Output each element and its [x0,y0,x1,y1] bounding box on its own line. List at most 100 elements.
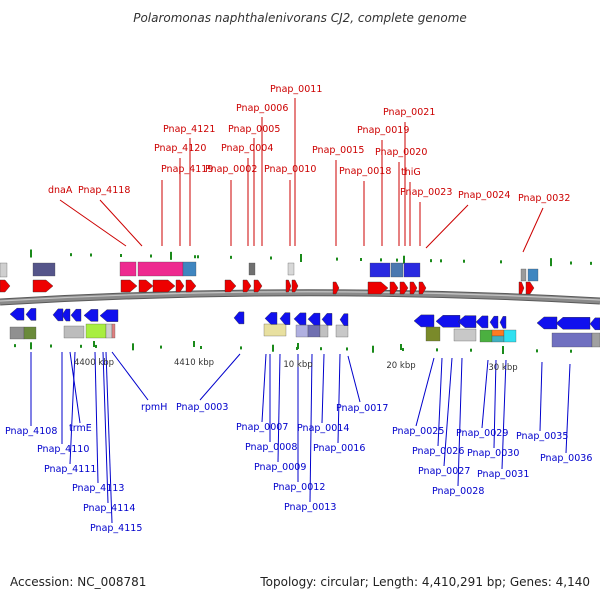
leader-rpmh [111,351,149,401]
top-marker-9 [230,255,232,259]
top-marker-11 [300,254,302,262]
top-marker-23 [590,261,592,265]
top-marker-3 [90,253,92,257]
leader-pnap-0031 [501,359,507,470]
scale-tick-mark-5 [502,346,504,352]
label-pnap-0021: Pnap_0021 [383,107,435,118]
label-pnap-0020: Pnap_0020 [375,147,427,158]
label-pnap-0031: Pnap_0031 [477,469,529,480]
forward-gene-10 [253,279,263,293]
label-dnaa: dnaA [48,185,73,196]
bottom-marker-19 [536,349,538,353]
feature-box-15 [63,325,85,339]
forward-gene-19 [518,281,525,295]
label-pnap-0024: Pnap_0024 [458,190,510,201]
label-pnap-0023: Pnap_0023 [400,187,452,198]
feature-box-14 [23,326,37,340]
forward-gene-13 [332,281,340,295]
reverse-gene-11 [293,312,307,326]
reverse-gene-23 [589,317,600,331]
bottom-marker-12 [320,347,322,351]
label-pnap-0012: Pnap_0012 [273,482,325,493]
leader-pnap-0035 [539,361,543,432]
forward-gene-1 [0,279,11,293]
forward-label-leaders [59,98,544,253]
top-marker-21 [550,258,552,267]
reverse-gene-18 [475,315,489,329]
bottom-marker-1 [14,344,16,348]
leader-pnap-4113 [94,351,99,484]
forward-gene-2 [32,279,54,293]
scale-tick-label-1: 4400 kbp [74,358,114,368]
top-marker-13 [360,258,362,261]
backbone-highlight [0,291,600,302]
label-pnap-4111: Pnap_4111 [44,464,96,475]
label-pnap-0007: Pnap_0007 [236,422,288,433]
genome-backbone [0,289,600,306]
label-pnap-0002: Pnap_0002 [205,164,257,175]
reverse-gene-22 [555,317,591,330]
feature-box-31 [591,332,600,348]
label-trme: trmE [69,423,92,434]
label-pnap-4114: Pnap_4114 [83,503,135,514]
feature-box-2 [32,262,56,277]
forward-gene-11 [285,279,292,293]
bottom-marker-8 [200,346,202,349]
feature-box-1 [0,262,8,278]
top-marker-14 [380,258,382,262]
label-pnap-0030: Pnap_0030 [467,448,519,459]
forward-gene-14 [367,281,389,295]
top-marker-17 [430,259,432,263]
feature-box-16 [85,323,107,339]
feature-box-28 [491,335,505,343]
scale-tick-label-5: 30 kbp [488,363,517,373]
top-marker-4 [120,254,122,257]
top-marker-10 [270,256,272,260]
label-pnap-0013: Pnap_0013 [284,502,336,513]
backbone-line [0,290,600,305]
scale-tick-mark-1 [93,341,95,347]
label-thig: thiG [401,167,421,178]
forward-gene-17 [409,281,418,295]
label-pnap-0019: Pnap_0019 [357,125,409,136]
reverse-gene-2 [25,308,37,321]
leader-pnap-0016 [337,353,341,444]
leader-pnap-4114 [102,351,109,504]
label-pnap-0015: Pnap_0015 [312,145,364,156]
leader-pnap-0007 [261,353,267,423]
leader-pnap-0029 [481,359,489,429]
reverse-gene-1 [9,307,25,321]
scale-tick-label-4: 20 kbp [386,361,415,371]
label-pnap-4121: Pnap_4121 [163,124,215,135]
top-marker-20 [500,260,502,264]
reverse-gene-12 [307,312,321,326]
feature-box-8 [369,262,391,278]
label-pnap-0003: Pnap_0003 [176,402,228,413]
forward-gene-5 [152,279,176,293]
feature-box-26 [479,329,493,343]
label-pnap-0035: Pnap_0035 [516,431,568,442]
feature-box-25 [453,328,477,342]
feature-boxes [0,261,600,348]
feature-box-13 [9,326,25,340]
forward-gene-3 [120,279,138,293]
top-marker-16 [403,255,405,264]
reverse-gene-7 [99,309,119,322]
reverse-gene-19 [489,315,499,329]
reverse-gene-3 [52,308,64,322]
leader-pnap-0014 [321,353,325,424]
leader-pnap-0009 [277,353,281,463]
top-marker-7 [194,255,196,259]
top-marker-1 [30,249,32,258]
scale-tick-mark-4 [400,344,402,350]
leader-pnap-4115 [105,351,113,524]
label-pnap-0018: Pnap_0018 [339,166,391,177]
bottom-marker-6 [132,343,134,351]
reverse-gene-5 [70,308,82,322]
bottom-marker-9 [240,346,242,350]
feature-box-17 [105,323,113,339]
label-pnap-0026: Pnap_0026 [412,446,464,457]
label-pnap-4108: Pnap_4108 [5,426,57,437]
reverse-gene-16 [435,315,461,328]
